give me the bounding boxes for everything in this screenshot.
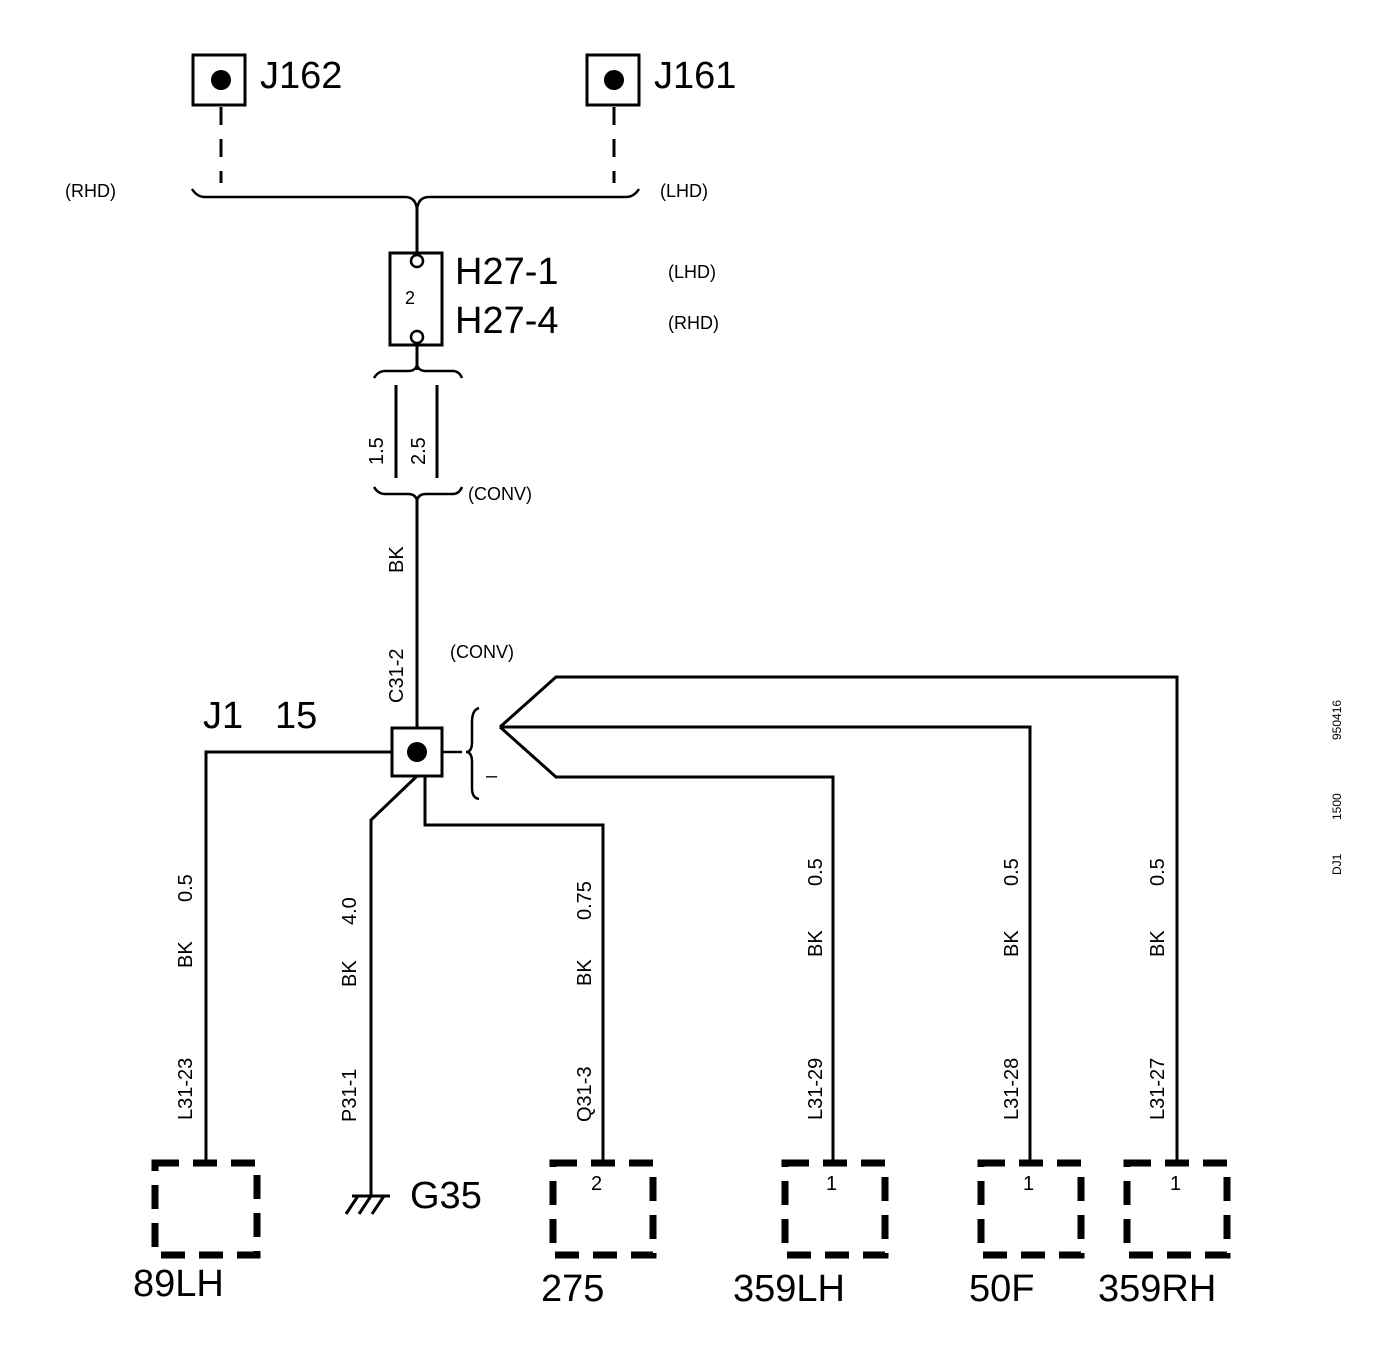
junction-dash-mark: – [486, 765, 498, 787]
component-50f-box [977, 1159, 1085, 1259]
component-89lh-box [151, 1159, 261, 1259]
component-359lh: 1 359LH [733, 1159, 889, 1310]
splice-rhd-label: (RHD) [668, 313, 719, 333]
wire-branch-359lh [499, 725, 835, 1160]
conv-label-lower: (CONV) [450, 642, 514, 662]
branch-275-size: 0.75 [574, 881, 596, 920]
branch-89lh-size: 0.5 [175, 874, 197, 902]
wire-branch-359rh [499, 675, 1179, 1160]
option-brace-wires-top [372, 363, 464, 379]
wire-branch-50f [500, 725, 1032, 1160]
component-359rh-pin: 1 [1170, 1173, 1181, 1195]
splice-lhd-label: (LHD) [668, 262, 716, 282]
connector-j162-label: J162 [260, 55, 342, 97]
component-275: 2 275 [541, 1159, 657, 1310]
ground-hatch-2 [357, 1195, 373, 1215]
component-359rh-label: 359RH [1098, 1268, 1216, 1310]
connector-j162-box [191, 53, 247, 107]
component-89lh: 89LH [133, 1159, 261, 1305]
branch-50f-size: 0.5 [1001, 858, 1023, 886]
wire-size-1-5: 1.5 [366, 437, 388, 465]
connector-j161-pin [604, 70, 624, 90]
component-89lh-label: 89LH [133, 1263, 224, 1305]
side-code-date: 950416 [1330, 700, 1344, 740]
connector-j161-label: J161 [654, 55, 736, 97]
splice-h27: 2 H27-1 H27-4 (LHD) (RHD) [388, 251, 719, 347]
component-275-box [549, 1159, 657, 1259]
branch-g35-connector: P31-1 [339, 1069, 361, 1122]
option-brace-top [190, 188, 641, 211]
lhd-label-top: (LHD) [660, 181, 708, 201]
component-359lh-pin: 1 [826, 1173, 837, 1195]
connector-j162: J162 [191, 53, 342, 107]
ground-g35: G35 [344, 1175, 482, 1217]
side-code-id: DJ1 [1330, 853, 1344, 875]
junction-option-brace [465, 706, 480, 801]
branch-g35-size: 4.0 [339, 897, 361, 925]
component-359rh-box [1123, 1159, 1231, 1259]
connector-j161: J161 [585, 53, 736, 107]
component-50f-label: 50F [969, 1268, 1034, 1310]
junction-node [407, 742, 427, 762]
ground-hatch-3 [370, 1195, 386, 1215]
component-359lh-label: 359LH [733, 1268, 845, 1310]
branch-359rh-size: 0.5 [1147, 858, 1169, 886]
branch-359rh-connector: L31-27 [1147, 1058, 1169, 1120]
wire-branch-275 [423, 776, 605, 1160]
branch-89lh-connector: L31-23 [175, 1058, 197, 1120]
branch-359lh-color: BK [805, 930, 827, 957]
branch-275-connector: Q31-3 [574, 1066, 596, 1122]
ground-hatch-1 [344, 1195, 360, 1215]
rhd-label-top: (RHD) [65, 181, 116, 201]
branch-g35-color: BK [339, 960, 361, 987]
component-359rh: 1 359RH [1098, 1159, 1231, 1310]
ground-g35-label: G35 [410, 1175, 482, 1217]
connector-j162-pin [211, 70, 231, 90]
junction-j1: J1 15 (CONV) [203, 642, 514, 778]
trunk-connector: C31-2 [386, 649, 408, 703]
branch-50f-connector: L31-28 [1001, 1058, 1023, 1120]
splice-h27-terminal-top [409, 253, 425, 269]
splice-h27-4-label: H27-4 [455, 300, 559, 342]
trunk-color: BK [386, 546, 408, 573]
component-275-label: 275 [541, 1268, 604, 1310]
branch-359lh-connector: L31-29 [805, 1058, 827, 1120]
component-275-pin: 2 [591, 1173, 602, 1195]
conv-label-upper: (CONV) [468, 484, 532, 504]
wire-size-2-5: 2.5 [408, 437, 430, 465]
branch-50f-color: BK [1001, 930, 1023, 957]
component-50f: 1 50F [969, 1159, 1085, 1310]
wire-branch-g35 [369, 774, 419, 1195]
component-50f-pin: 1 [1023, 1173, 1034, 1195]
junction-label: J1 [203, 695, 243, 737]
branch-89lh-color: BK [175, 941, 197, 968]
side-code-number: 1500 [1330, 793, 1344, 820]
junction-pin: 15 [275, 695, 317, 737]
splice-h27-box [388, 251, 444, 347]
wire-branch-89lh [204, 750, 392, 1160]
branch-359rh-color: BK [1147, 930, 1169, 957]
branch-359lh-size: 0.5 [805, 858, 827, 886]
splice-h27-pin: 2 [405, 288, 415, 308]
splice-h27-terminal-bottom [409, 329, 425, 345]
branch-275-color: BK [574, 959, 596, 986]
splice-h27-1-label: H27-1 [455, 251, 559, 293]
option-brace-wires-bottom [372, 486, 464, 502]
component-359lh-box [781, 1159, 889, 1259]
